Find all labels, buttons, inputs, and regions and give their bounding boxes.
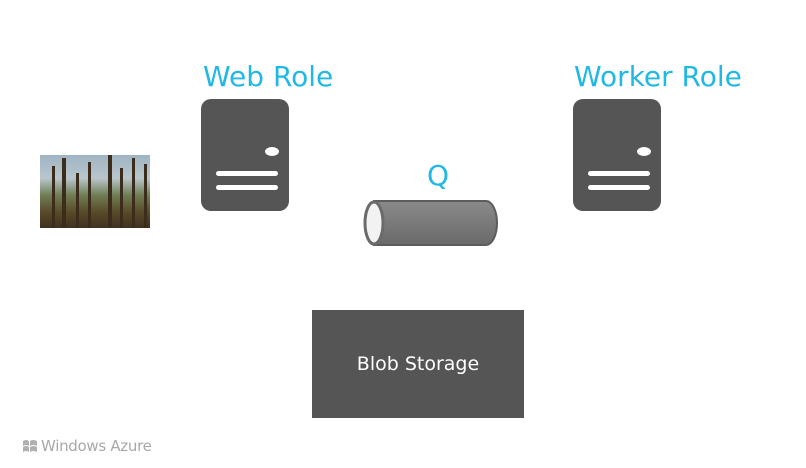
worker-role-server-icon xyxy=(573,99,661,211)
blob-storage-box: Blob Storage xyxy=(312,310,524,418)
blob-storage-label: Blob Storage xyxy=(356,353,480,375)
web-role-label: Web Role xyxy=(203,60,334,93)
worker-role-label: Worker Role xyxy=(574,60,742,93)
photo-thumbnail xyxy=(40,155,150,228)
server-indicator xyxy=(265,147,279,156)
server-indicator xyxy=(637,147,651,156)
windows-logo-icon xyxy=(23,439,37,452)
web-role-server-icon xyxy=(201,99,289,211)
windows-azure-logo: Windows Azure xyxy=(22,437,152,455)
pipe-icon xyxy=(363,200,498,246)
server-slot xyxy=(216,185,278,190)
queue-label: Q xyxy=(427,159,450,192)
server-slot xyxy=(216,171,278,176)
server-slot xyxy=(588,171,650,176)
branding-text: Windows Azure xyxy=(41,437,152,455)
server-slot xyxy=(588,185,650,190)
